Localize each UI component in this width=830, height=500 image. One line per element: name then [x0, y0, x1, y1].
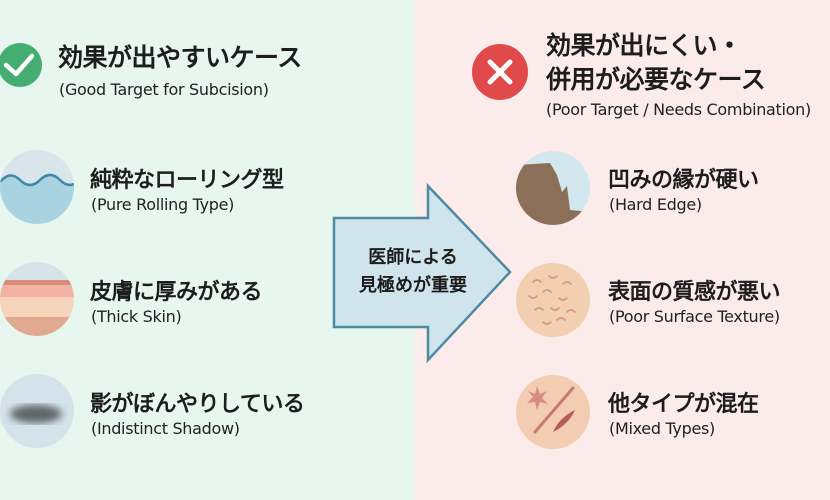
item-subtitle: (Thick Skin) [91, 307, 182, 326]
item-subtitle: (Indistinct Shadow) [91, 419, 240, 438]
mixed-scars-icon [516, 375, 590, 449]
rolling-wave-icon [0, 150, 74, 224]
item-subtitle: (Mixed Types) [609, 419, 715, 438]
good-target-title: 効果が出やすいケース [58, 43, 302, 72]
item-title: 影がぼんやりしている [90, 392, 305, 417]
rough-texture-icon [516, 263, 590, 337]
skin-layers-icon [0, 262, 74, 336]
item-title: 純粋なローリング型 [90, 168, 284, 193]
blurred-shadow-icon [0, 374, 74, 448]
poor-target-subtitle: (Poor Target / Needs Combination) [546, 100, 811, 119]
poor-target-title-line1: 効果が出にくい・ [546, 31, 742, 60]
item-title: 凹みの縁が硬い [608, 168, 759, 193]
arrow-text-line2: 見極めが重要 [359, 275, 467, 296]
item-subtitle: (Pure Rolling Type) [91, 195, 235, 214]
item-subtitle: (Hard Edge) [609, 195, 702, 214]
item-subtitle: (Poor Surface Texture) [609, 307, 780, 326]
cross-icon [472, 44, 528, 100]
good-target-subtitle: (Good Target for Subcision) [59, 80, 269, 99]
check-icon [0, 43, 42, 87]
poor-target-title-line2: 併用が必要なケース [546, 65, 766, 94]
item-title: 皮膚に厚みがある [90, 280, 263, 305]
arrow-text-line1: 医師による [368, 247, 458, 268]
hard-edge-icon [516, 151, 590, 225]
doctor-assessment-label: 医師による 見極めが重要 [338, 244, 488, 300]
item-title: 表面の質感が悪い [608, 280, 781, 305]
item-title: 他タイプが混在 [608, 392, 759, 417]
